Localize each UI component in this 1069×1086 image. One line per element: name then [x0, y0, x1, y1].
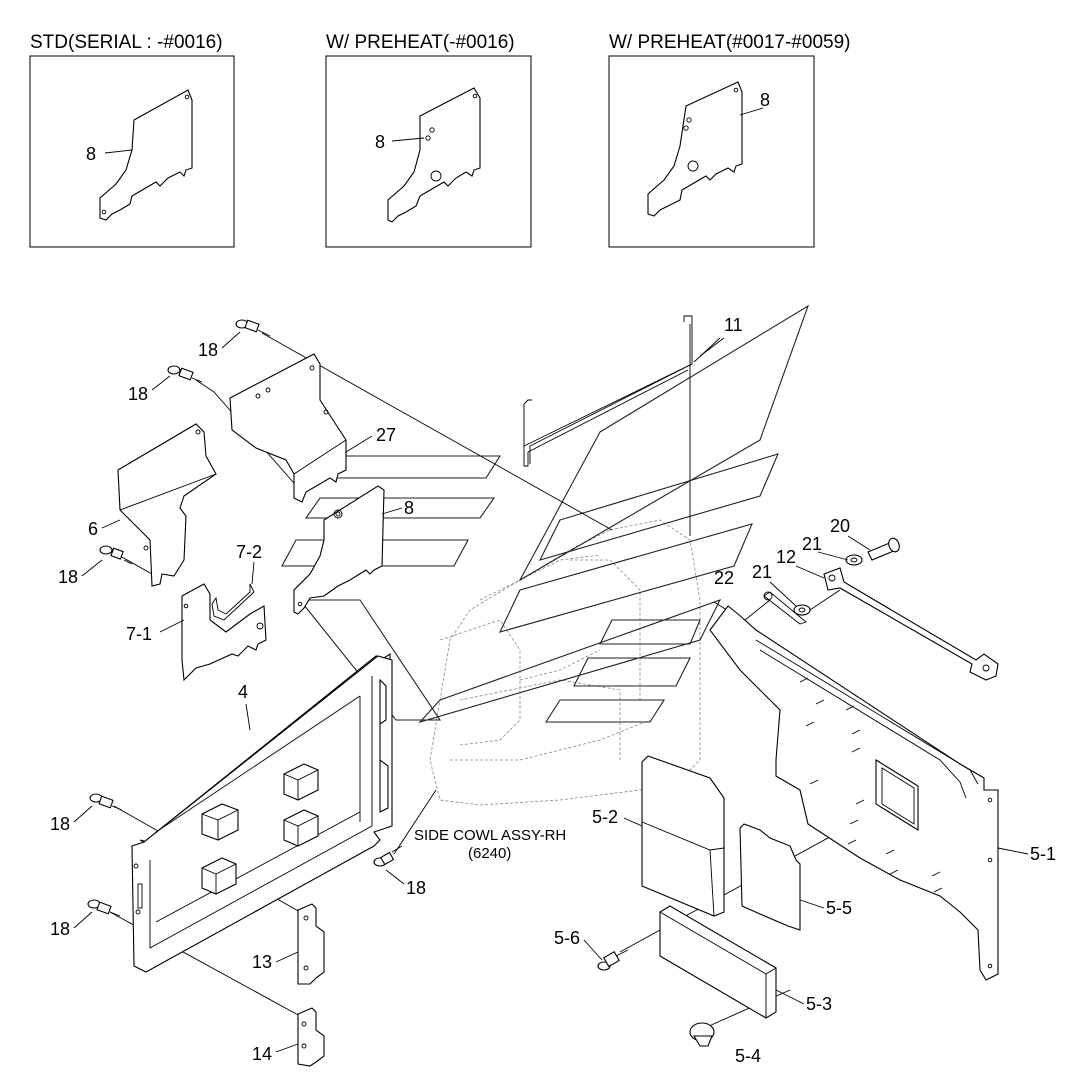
- label-leaders: [73, 331, 1029, 1053]
- label-5-4: 5-4: [735, 1046, 761, 1066]
- bolt-18-c: [99, 545, 133, 565]
- inset-std-leader: [104, 149, 133, 154]
- part-5-4-plug: [689, 1022, 715, 1047]
- label-11: 11: [724, 315, 743, 335]
- part-5-2-pad: [641, 755, 725, 917]
- part-13-bracket: [297, 903, 325, 985]
- inset-preheat-early-frame: [325, 55, 532, 248]
- label-4: 4: [238, 682, 248, 702]
- label-7-1: 7-1: [126, 624, 152, 644]
- note-line-2: (6240): [468, 845, 511, 862]
- inset-std-plate: [99, 89, 193, 221]
- label-18-e: 18: [50, 919, 70, 939]
- part-7-2-rod: [211, 583, 255, 621]
- inset-preheat-late-leader: [739, 107, 764, 116]
- part-21-washer-b: [793, 604, 811, 616]
- part-20-pin: [867, 537, 900, 561]
- inset-std: STD(SERIAL : -#0016) 8: [29, 32, 235, 248]
- part-14-bracket: [297, 1007, 325, 1067]
- inset-preheat-late-frame: [608, 55, 815, 248]
- bolt-18-b: [167, 365, 203, 383]
- inset-preheat-early-leader: [391, 137, 425, 142]
- label-13: 13: [252, 952, 272, 972]
- label-18-b: 18: [128, 384, 148, 404]
- label-12: 12: [776, 547, 796, 567]
- inset-preheat-early-plate: [387, 87, 481, 223]
- bolt-18-a: [235, 319, 271, 337]
- label-5-1: 5-1: [1030, 844, 1056, 864]
- label-20: 20: [830, 516, 850, 536]
- label-21-a: 21: [802, 534, 822, 554]
- inset-preheat-late-label-8: 8: [760, 90, 770, 110]
- callout-labels: 11 18 18 27 8 6 18 7-2 7-1 4 18 18 18 13…: [50, 315, 1056, 1066]
- bolt-18-d: [89, 793, 123, 811]
- inset-preheat-late: W/ PREHEAT(#0017-#0059) 8: [608, 32, 850, 248]
- label-18-f: 18: [406, 878, 426, 898]
- part-7-1-plate: [181, 583, 267, 682]
- inset-std-frame: [29, 55, 235, 248]
- part-22-split-pin: [763, 591, 807, 625]
- assembly-note: SIDE COWL ASSY-RH (6240): [414, 827, 566, 862]
- label-18-d: 18: [50, 814, 70, 834]
- insulation-blocks: [201, 763, 319, 895]
- inset-preheat-early-label-8: 8: [375, 132, 385, 152]
- header-preheat-early: W/ PREHEAT(-#0016): [326, 32, 515, 53]
- part-5-1-side-cowl: [709, 605, 999, 981]
- label-5-5: 5-5: [826, 898, 852, 918]
- label-5-3: 5-3: [806, 994, 832, 1014]
- label-5-6: 5-6: [554, 928, 580, 948]
- part-12-rod: [823, 567, 999, 681]
- label-5-2: 5-2: [592, 807, 618, 827]
- part-5-5-sheet: [739, 823, 801, 931]
- label-18-c: 18: [58, 567, 78, 587]
- label-18-a: 18: [198, 340, 218, 360]
- label-27: 27: [376, 425, 396, 445]
- label-7-2: 7-2: [236, 542, 262, 562]
- note-line-1: SIDE COWL ASSY-RH: [414, 827, 566, 844]
- part-21-washer-a: [845, 554, 863, 566]
- part-6-bracket: [117, 423, 217, 587]
- header-std: STD(SERIAL : -#0016): [30, 32, 223, 53]
- inset-preheat-late-plate: [647, 81, 743, 217]
- label-8: 8: [404, 498, 414, 518]
- bolt-18-f: [373, 845, 403, 867]
- header-preheat-late: W/ PREHEAT(#0017-#0059): [609, 32, 850, 53]
- bolt-18-e: [87, 899, 121, 917]
- stud-bolts: [799, 677, 943, 893]
- label-6: 6: [88, 519, 98, 539]
- part-5-3-block: [659, 905, 777, 1019]
- part-5-6-bolt: [597, 949, 629, 971]
- inset-preheat-early: W/ PREHEAT(-#0016) 8: [325, 32, 532, 248]
- part-4-panel: [131, 652, 393, 973]
- label-14: 14: [252, 1044, 272, 1064]
- label-22: 22: [714, 568, 734, 588]
- part-11-rods: [523, 315, 725, 467]
- machine-ghost-outline: [429, 519, 701, 806]
- label-21-b: 21: [752, 562, 772, 582]
- part-8-plate: [293, 485, 385, 615]
- inset-std-label-8: 8: [86, 144, 96, 164]
- part-27-cover: [229, 353, 347, 503]
